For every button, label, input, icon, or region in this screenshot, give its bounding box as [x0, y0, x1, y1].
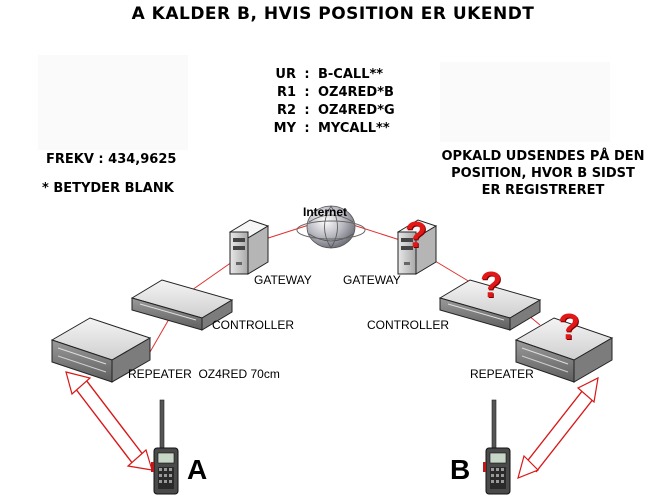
- gateway-a-label: GATEWAY: [254, 273, 312, 287]
- callsign-row-my: MY : MYCALL**: [262, 120, 395, 138]
- repeater-a-label: REPEATER OZ4RED 70cm: [128, 367, 280, 381]
- callsign-row-ur: UR : B-CALL**: [262, 66, 395, 84]
- controller-a-rack-icon: [130, 279, 234, 331]
- callsign-row-r2: R2 : OZ4RED*G: [262, 102, 395, 120]
- repeater-a-rack-icon: [50, 317, 152, 383]
- radio-link-a-arrow: [65, 371, 153, 471]
- blank-note: * BETYDER BLANK: [42, 181, 174, 196]
- call-routing-note: OPKALD UDSENDES PÅ DEN POSITION, HVOR B …: [420, 148, 666, 199]
- callsign-value: OZ4RED*G: [318, 103, 395, 118]
- callsign-key: MY: [273, 121, 296, 136]
- callsign-value: OZ4RED*B: [318, 85, 394, 100]
- radio-link-b-arrow: [517, 376, 599, 480]
- gateway-a-server-icon: [228, 219, 270, 275]
- link-controller-a-gateway-a: [191, 261, 233, 291]
- callsign-separator: :: [304, 121, 310, 136]
- callsign-value: MYCALL**: [318, 121, 390, 136]
- callsign-separator: :: [304, 103, 310, 118]
- callsign-settings: UR : B-CALL** R1 : OZ4RED*B R2 : OZ4RED*…: [262, 66, 395, 138]
- unknown-controller-question-mark: ?: [480, 264, 502, 305]
- repeater-b-rack-icon: [514, 317, 614, 383]
- callsign-key: R1: [276, 85, 296, 100]
- diagram-title: A KALDER B, HVIS POSITION ER UKENDT: [131, 4, 535, 24]
- gateway-b-label: GATEWAY: [343, 273, 401, 287]
- callsign-row-r1: R1 : OZ4RED*B: [262, 84, 395, 102]
- internet-globe-icon: [296, 205, 366, 249]
- call-note-line: OPKALD UDSENDES PÅ DEN: [441, 149, 645, 164]
- callsign-value: B-CALL**: [318, 67, 384, 82]
- callsign-key: UR: [275, 67, 296, 82]
- unknown-gateway-question-mark: ?: [405, 214, 427, 255]
- repeater-b-label: REPEATER: [470, 367, 534, 381]
- link-gateway-a-internet: [261, 223, 313, 241]
- handheld-radio-a-icon: [151, 399, 179, 495]
- call-note-line: POSITION, HVOR B SIDST: [451, 166, 635, 181]
- controller-b-rack-icon: [438, 279, 542, 331]
- background-panels: [38, 55, 610, 150]
- callsign-key: R2: [276, 103, 296, 118]
- handheld-radio-b-icon: [483, 399, 511, 495]
- call-note-line: ER REGISTRERET: [481, 183, 605, 198]
- station-a-label: A: [187, 454, 208, 485]
- internet-label: Internet: [303, 205, 348, 219]
- link-gateway-b-controller-b: [429, 257, 476, 286]
- callsign-separator: :: [304, 85, 310, 100]
- callsign-separator: :: [304, 67, 310, 82]
- controller-b-label: CONTROLLER: [367, 318, 450, 332]
- gateway-b-server-icon: [396, 219, 438, 275]
- link-internet-gateway-b: [349, 223, 401, 241]
- controller-a-label: CONTROLLER: [212, 318, 295, 332]
- station-b-label: B: [450, 454, 471, 485]
- unknown-repeater-question-mark: ?: [558, 306, 580, 347]
- frequency-label: FREKV : 434,9625: [46, 152, 177, 167]
